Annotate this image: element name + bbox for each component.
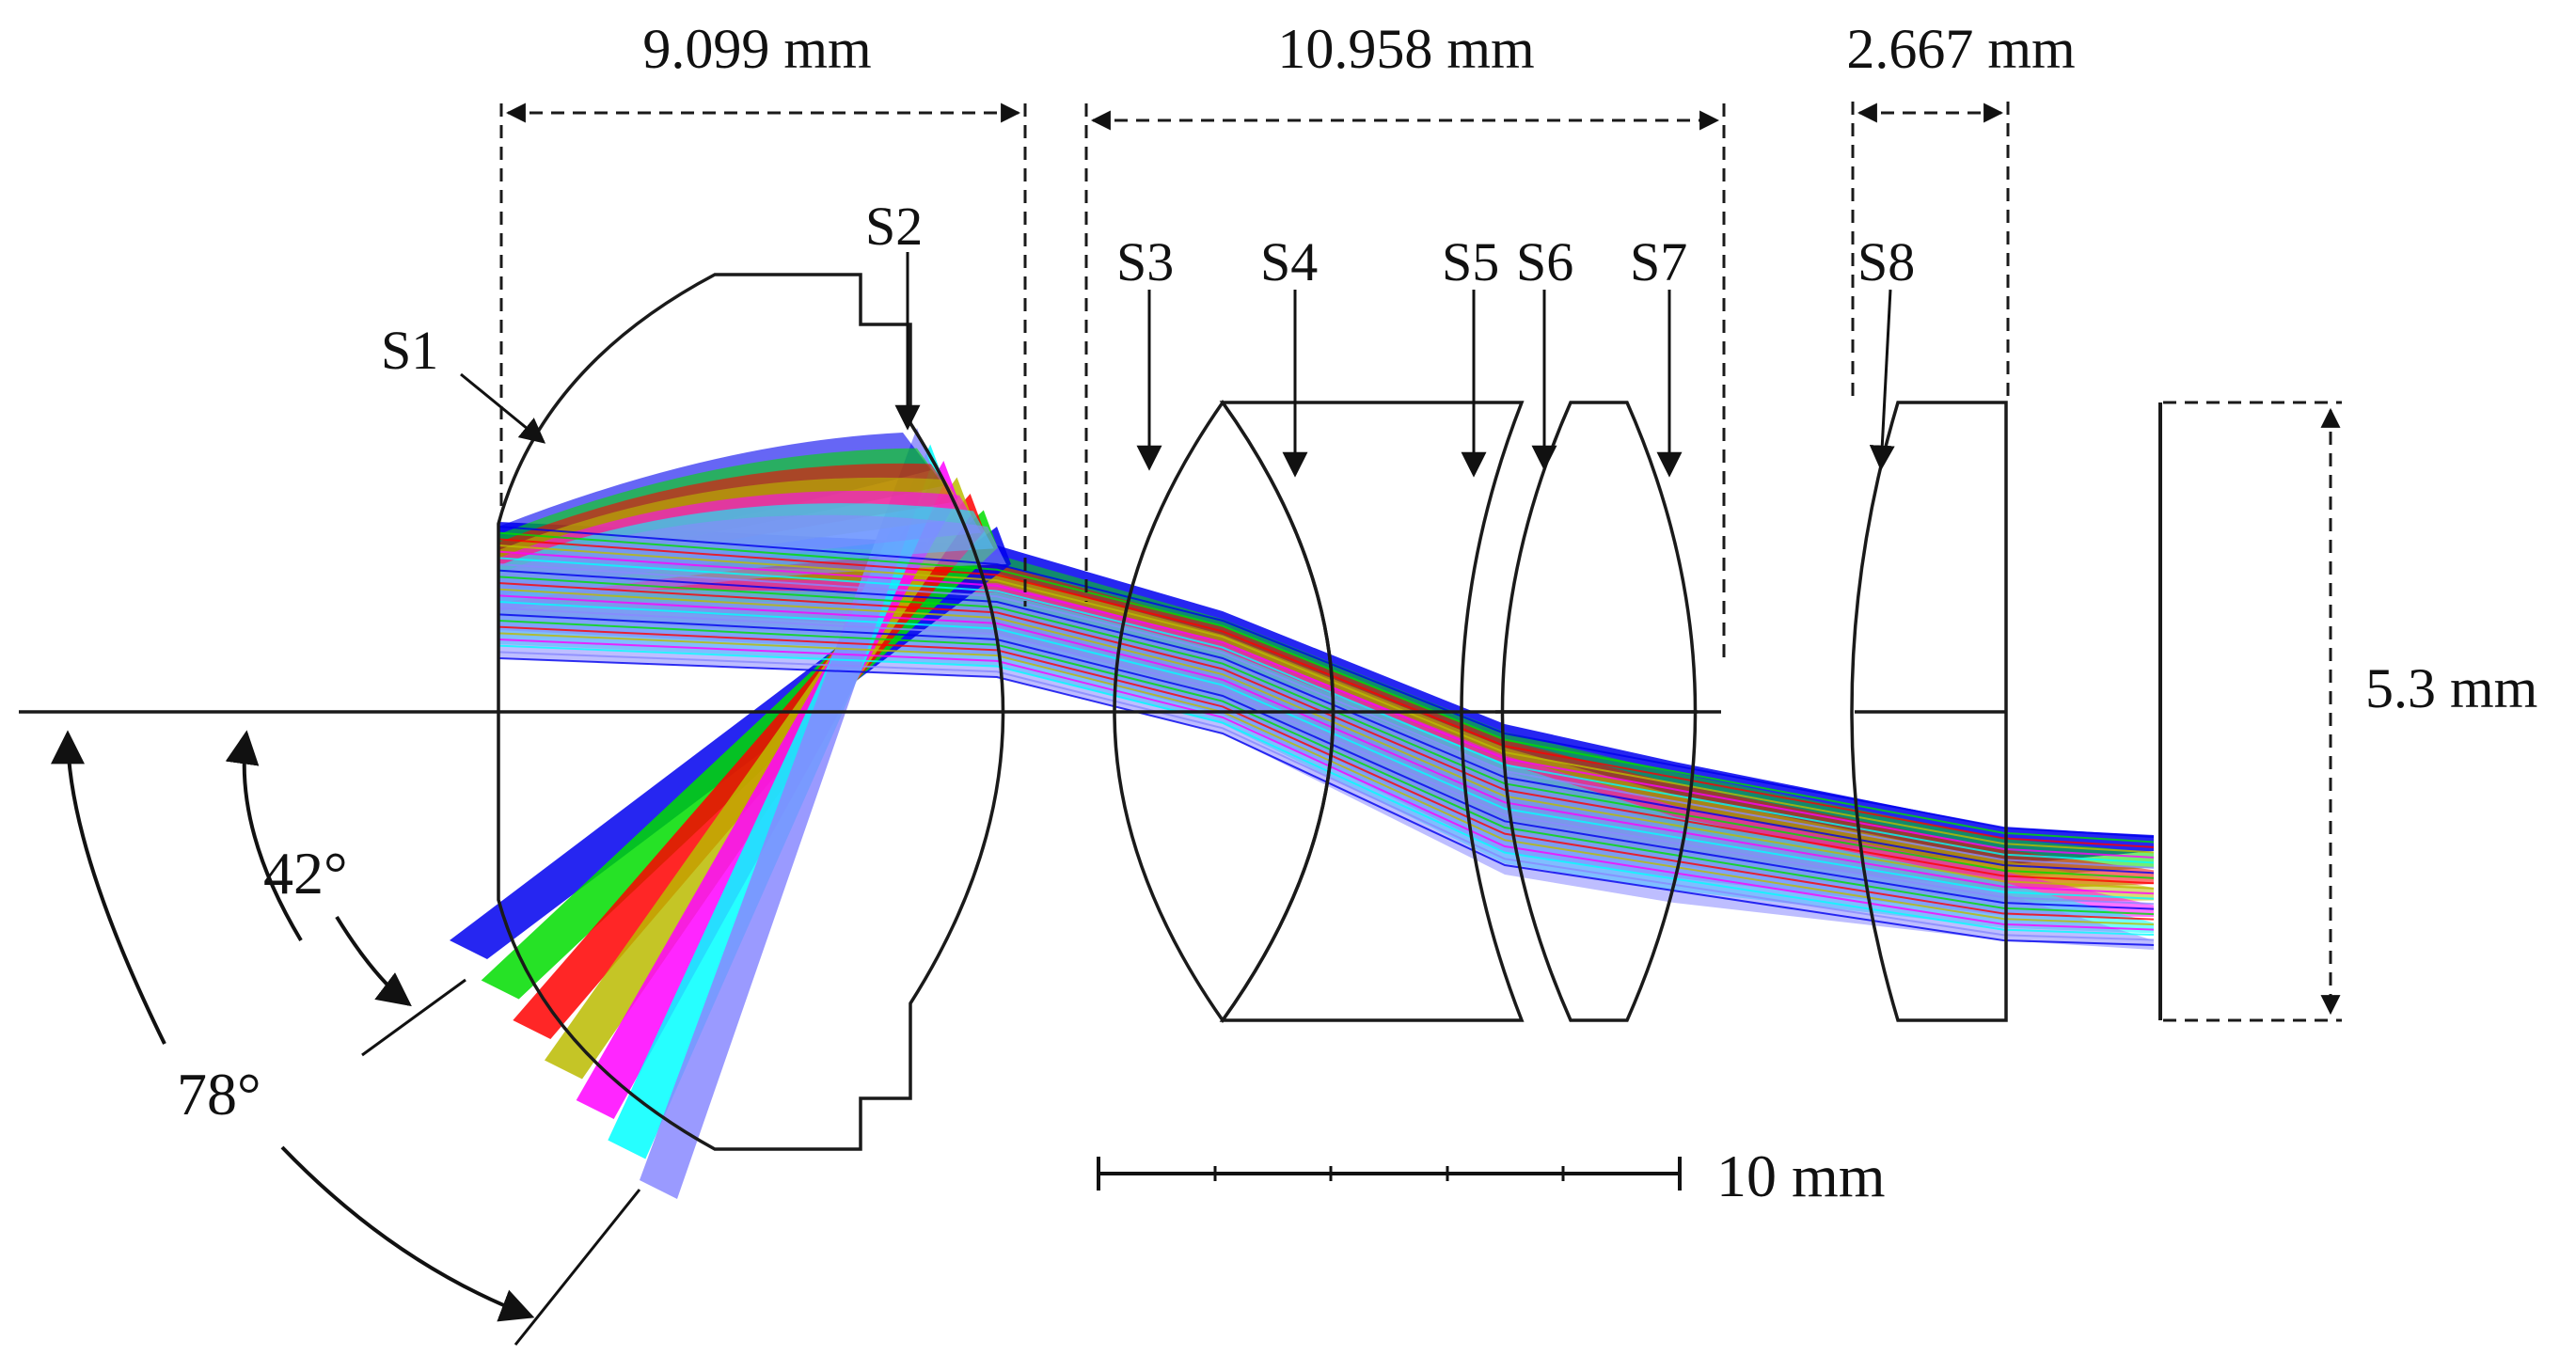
ray-bundles — [450, 428, 2155, 1199]
dimension-group3 — [1851, 102, 2010, 404]
angle-arc-78-lower — [280, 1145, 535, 1322]
angle-arc-42 — [225, 730, 303, 942]
dimension-group1 — [499, 103, 1027, 607]
ray-line-13 — [498, 607, 2155, 906]
ray-line-5 — [498, 557, 2155, 864]
ray-line-3 — [498, 544, 2155, 854]
label-image-height: 5.3 mm — [2365, 657, 2537, 719]
label-s8: S8 — [1857, 231, 1915, 292]
ray-line-16 — [498, 625, 2155, 921]
label-s5: S5 — [1442, 231, 1499, 292]
label-group2-length: 10.958 mm — [1277, 18, 1534, 80]
label-s1: S1 — [381, 320, 438, 381]
angle-arc-78 — [51, 730, 166, 1045]
pointer-s1 — [460, 372, 546, 444]
field-ray-78 — [514, 1189, 641, 1346]
ray-line-10 — [498, 588, 2155, 890]
lens-3 — [1219, 401, 1525, 1022]
ray-line-15 — [498, 620, 2155, 916]
ray-line-14 — [498, 613, 2155, 910]
label-s4: S4 — [1260, 231, 1318, 292]
label-s6: S6 — [1516, 231, 1573, 292]
ray-line-7 — [498, 569, 2155, 875]
dimension-group2 — [1084, 103, 1726, 658]
label-angle-78: 78° — [177, 1061, 261, 1128]
angle-annotations — [51, 730, 641, 1346]
ray-line-12 — [498, 601, 2155, 900]
ray-line-17 — [498, 632, 2155, 926]
ray-line-1 — [498, 531, 2155, 844]
label-angle-42: 42° — [263, 840, 348, 907]
label-scale-bar: 10 mm — [1716, 1143, 1886, 1209]
dimension-image-height — [2163, 401, 2342, 1022]
ray-line-20 — [498, 651, 2155, 941]
lens-4 — [1500, 401, 1698, 1022]
label-s7: S7 — [1630, 231, 1687, 292]
ray-line-8 — [498, 576, 2155, 879]
label-s2: S2 — [865, 196, 923, 257]
surface-pointers — [460, 252, 1895, 478]
angle-arc-42-lower — [335, 915, 412, 1007]
ray-line-18 — [498, 639, 2155, 931]
ray-line-21 — [498, 657, 2155, 946]
label-s3: S3 — [1116, 231, 1174, 292]
scale-bar — [1097, 1157, 1682, 1191]
ray-line-11 — [498, 594, 2155, 895]
field-ray-42 — [361, 978, 466, 1057]
ray-line-19 — [498, 644, 2155, 937]
lens-1 — [497, 273, 1005, 1151]
label-group1-length: 9.099 mm — [642, 18, 871, 80]
ray-line-2 — [498, 538, 2155, 848]
ray-line-0 — [498, 526, 2155, 838]
ray-line-4 — [498, 550, 2155, 859]
label-group3-length: 2.667 mm — [1846, 18, 2075, 80]
lens-5 — [1850, 401, 2008, 1022]
pointer-s8 — [1869, 289, 1895, 471]
ray-line-9 — [498, 582, 2155, 885]
